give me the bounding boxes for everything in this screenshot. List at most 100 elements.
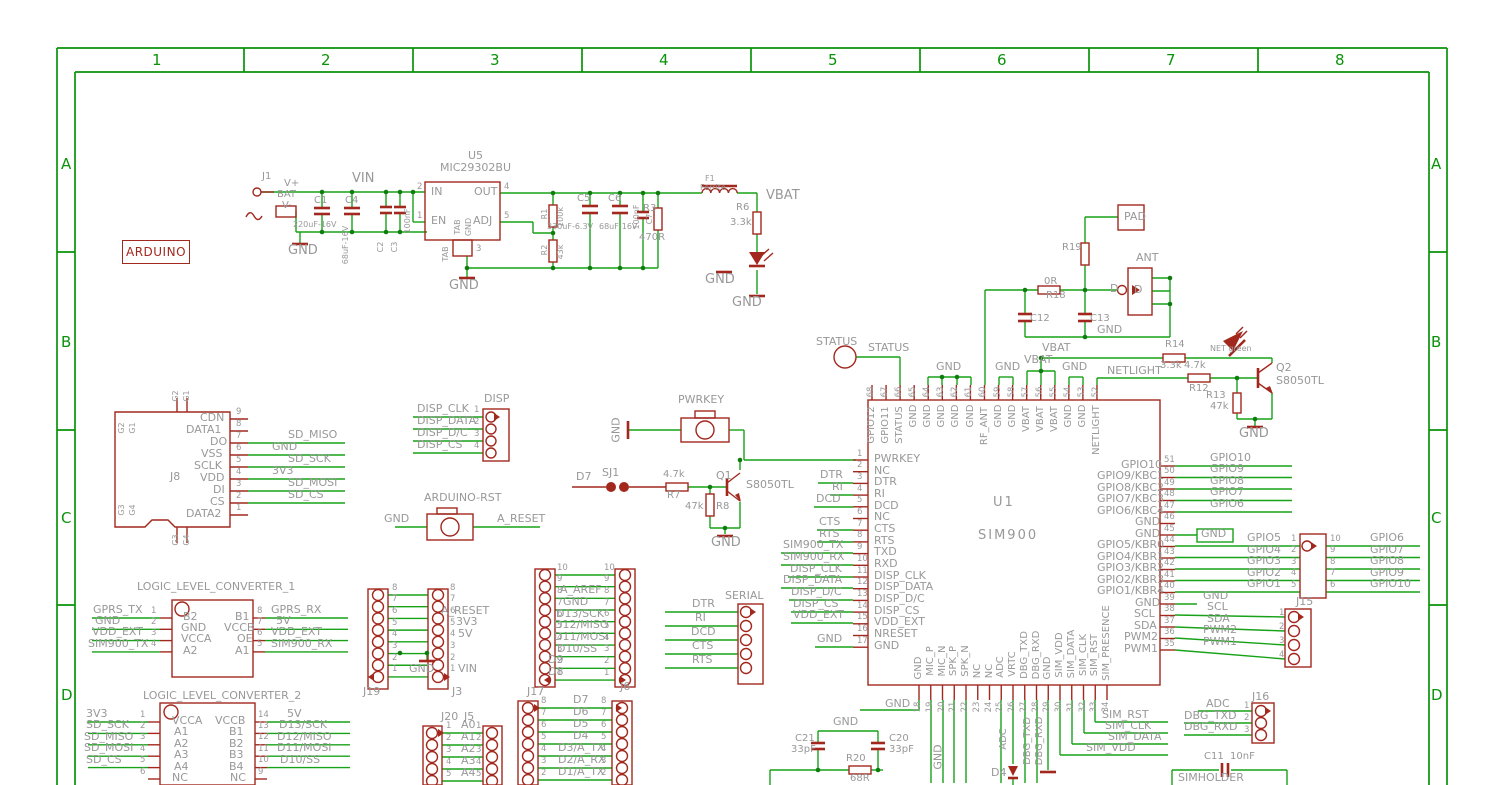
net-label: 10 <box>557 562 568 573</box>
net-label: GPIO8/KBC2 <box>1097 481 1165 494</box>
net-label: A <box>61 155 72 173</box>
net-label: 21 <box>948 701 958 713</box>
net-label: 9 <box>236 406 242 417</box>
schematic-shape <box>705 493 715 517</box>
net-label: C <box>1431 509 1442 527</box>
net-label: RTS <box>874 534 895 547</box>
net-label: 3 <box>476 744 482 755</box>
schematic-shape <box>1265 707 1271 715</box>
net-label: NRESET <box>874 627 918 640</box>
net-label: 470R <box>639 232 666 243</box>
net-label: RF_ANT <box>979 406 990 446</box>
net-label: A1 <box>174 725 189 738</box>
net-label: GND <box>1063 404 1074 428</box>
schematic-shape <box>1174 637 1286 646</box>
schematic-shape <box>163 704 179 720</box>
schematic-shape <box>726 490 741 502</box>
net-label: 1 <box>151 605 157 616</box>
schematic-shape <box>1080 242 1090 266</box>
net-label: B <box>61 333 72 351</box>
net-label: 6 <box>557 609 563 620</box>
net-label: A3 <box>461 754 476 767</box>
net-label: GND <box>1203 589 1229 602</box>
net-label: 5 <box>541 731 547 742</box>
arduino-label: ARDUINO <box>125 245 187 259</box>
net-label: 13 <box>258 720 269 731</box>
net-label: 39 <box>1164 592 1175 603</box>
net-label: 1 <box>450 664 456 675</box>
net-label: 22 <box>959 701 970 713</box>
net-label: R20 <box>846 753 866 764</box>
net-label: SD_MOSI <box>84 741 134 754</box>
net-label: 2 <box>474 416 480 427</box>
net-label: D12/MISO <box>554 618 609 631</box>
net-label: 6 <box>140 766 146 777</box>
schematic-shape <box>349 229 355 235</box>
net-label: SIM_CLK <box>1105 719 1152 732</box>
net-label: 2 <box>236 490 242 501</box>
net-label: SIM900_TX <box>88 637 149 650</box>
net-label: A4 <box>461 766 476 779</box>
net-label: NC <box>230 771 246 784</box>
net-label: 100nF <box>632 204 641 230</box>
net-label: TAB <box>441 246 450 262</box>
net-label: C13 <box>1090 313 1110 324</box>
net-label: 59 <box>992 386 1003 398</box>
net-label: 66 <box>893 386 904 398</box>
net-label: DATA2 <box>186 507 222 520</box>
net-label: A_RESET <box>441 604 490 617</box>
net-label: GND <box>874 639 900 652</box>
net-label: SIM900_RX <box>271 637 333 650</box>
schematic-shape <box>397 189 403 195</box>
net-label: DISP_CS <box>793 597 839 610</box>
schematic-shape <box>615 761 629 775</box>
net-label: GND <box>833 715 859 728</box>
net-label: G1 <box>128 422 137 434</box>
schematic-shape <box>159 702 256 785</box>
net-label: 2 <box>140 720 146 731</box>
schematic-shape <box>440 517 460 537</box>
schematic-shape <box>275 205 297 218</box>
schematic-shape <box>1257 362 1273 374</box>
net-label: GPIO8 <box>1370 554 1405 567</box>
schematic-shape <box>1254 728 1268 742</box>
schematic-shape <box>848 765 872 775</box>
net-label: 5 <box>601 731 607 742</box>
net-label: 1 <box>474 404 480 415</box>
net-label: GND <box>705 272 735 287</box>
net-label: 1 <box>857 448 863 459</box>
schematic-shape <box>431 647 445 660</box>
net-label: C6 <box>608 193 622 204</box>
net-label: MIC_P <box>925 646 936 676</box>
net-label: GND <box>272 440 298 453</box>
net-label: GND <box>1062 360 1088 373</box>
net-label: DISP_CLK <box>874 569 926 582</box>
schematic-shape <box>815 767 821 773</box>
net-label: 16 <box>857 624 868 634</box>
net-label: GPIO9/KBC1 <box>1097 469 1165 482</box>
net-label: GND <box>449 278 479 293</box>
net-label: 3 <box>474 428 480 439</box>
net-label: 8 <box>392 582 398 593</box>
net-label: F1 <box>705 174 715 183</box>
net-label: 15 <box>857 612 868 623</box>
net-label: J17 <box>527 685 545 698</box>
net-label: U5 <box>468 149 484 162</box>
net-label: GND <box>1007 404 1018 428</box>
net-label: LOGIC_LEVEL_CONVERTER_2 <box>143 689 302 702</box>
schematic-shape <box>833 345 857 369</box>
schematic-shape <box>1174 649 1286 660</box>
net-label: SCL <box>1207 600 1228 613</box>
net-label: 8 <box>257 605 263 616</box>
schematic-shape <box>587 190 593 196</box>
net-label: 9 <box>857 542 863 553</box>
net-label: DCD <box>874 499 899 512</box>
schematic-shape <box>694 410 716 419</box>
net-label: 60 <box>978 386 989 398</box>
net-label: DCD <box>691 625 716 638</box>
net-label: GND <box>1239 426 1269 441</box>
net-label: TXD <box>874 545 897 558</box>
net-label: VCCB <box>224 621 255 634</box>
net-label: D <box>1431 686 1443 704</box>
